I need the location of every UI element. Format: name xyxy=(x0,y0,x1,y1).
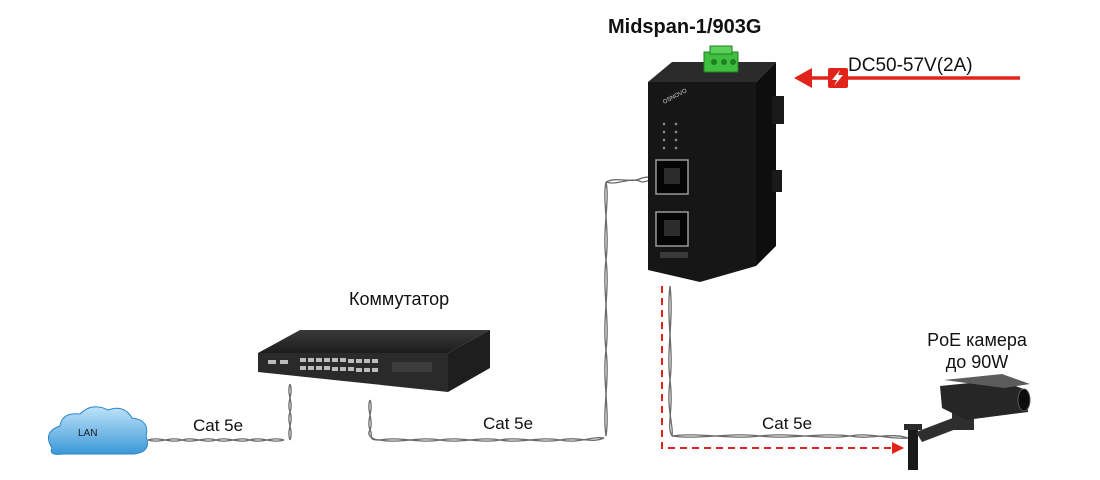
poe-power-path xyxy=(661,286,904,454)
cable-label: Cat 5e xyxy=(483,414,534,433)
cable-lan-switch xyxy=(147,383,292,442)
cloud-icon xyxy=(47,406,148,455)
lan-label: LAN xyxy=(78,428,98,439)
power-connector-icon xyxy=(703,45,739,73)
camera-label-line2: до 90W xyxy=(945,352,1009,372)
camera-label-line1: PoE камера xyxy=(927,330,1027,350)
switch-label: Коммутатор xyxy=(349,289,450,309)
lightning-icon xyxy=(832,70,843,86)
camera-icon xyxy=(904,374,1031,470)
switch-icon xyxy=(258,330,490,392)
device-title: Midspan-1/903G xyxy=(608,16,762,38)
midspan-device-icon: OSNOVO xyxy=(648,62,784,282)
cable-label: Cat 5e xyxy=(762,414,813,433)
cable-label: Cat 5e xyxy=(193,416,244,435)
power-label: DC50-57V(2A) xyxy=(848,55,973,76)
cable-midspan-camera xyxy=(668,285,909,439)
